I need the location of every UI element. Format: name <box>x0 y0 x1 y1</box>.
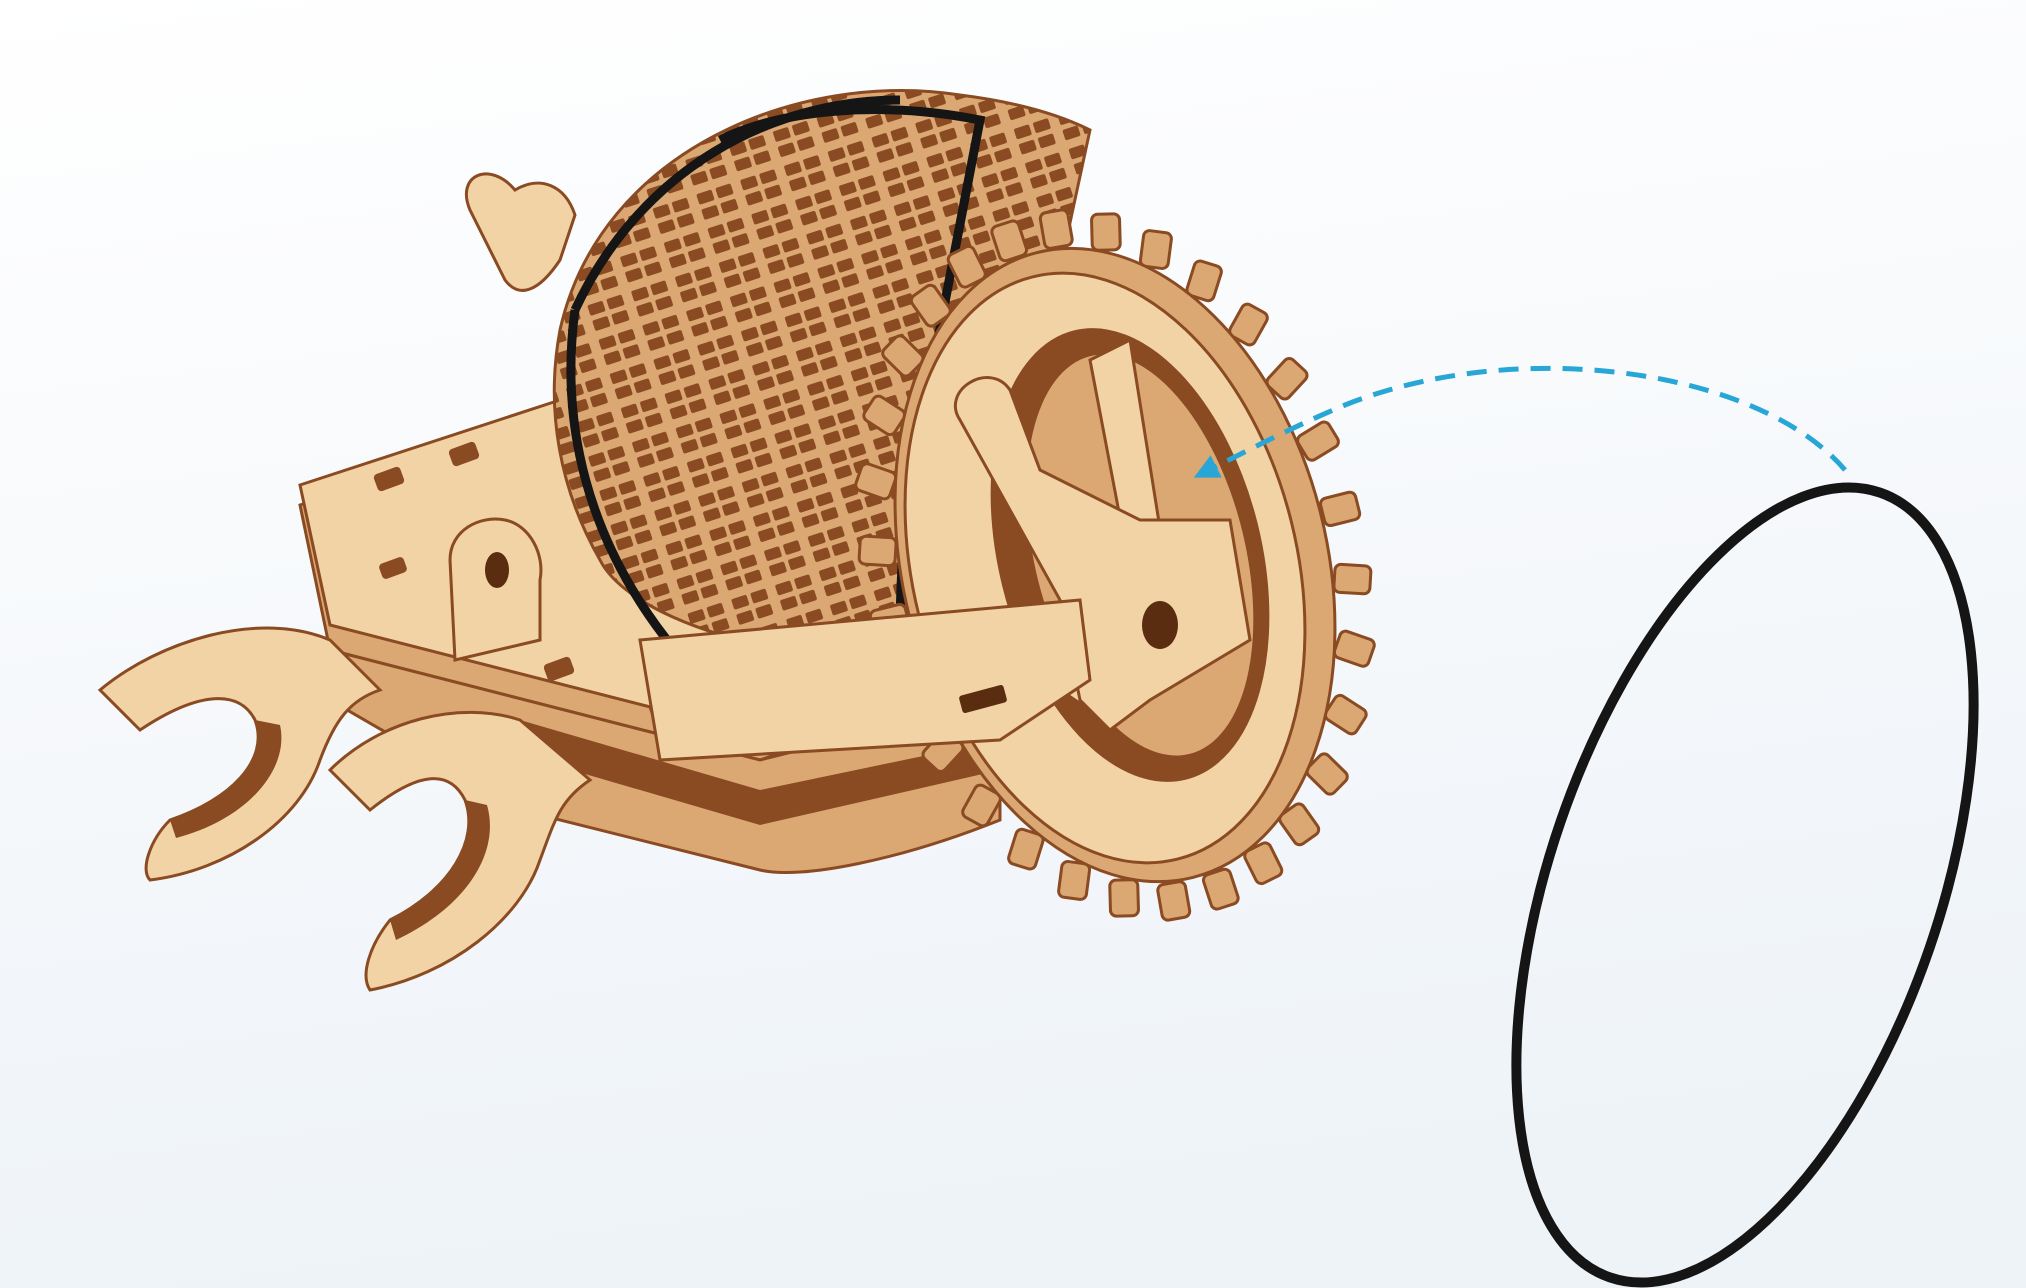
gear-tooth <box>1039 209 1073 249</box>
gear-tooth <box>1110 880 1139 917</box>
hub-hole <box>1142 601 1178 649</box>
gear-tooth <box>1091 214 1120 251</box>
gear-tooth <box>1140 230 1172 269</box>
front-bracket <box>450 519 541 660</box>
gear-tooth <box>1058 861 1090 900</box>
gear-tooth <box>1157 881 1191 921</box>
bracket-hole <box>485 552 509 588</box>
gear-tooth <box>1334 564 1372 594</box>
gear-tooth <box>859 536 897 566</box>
